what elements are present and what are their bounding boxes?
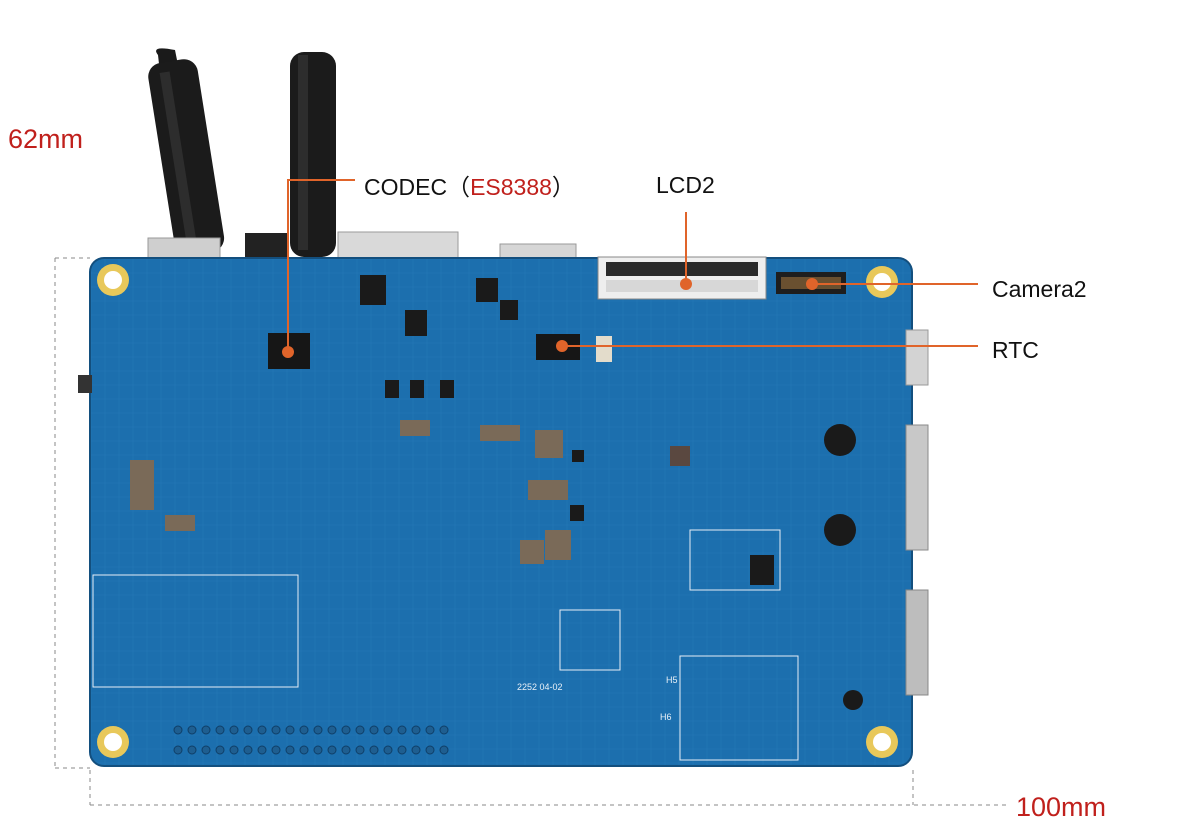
codec-label: CODEC（ES8388）	[364, 168, 575, 202]
height-dimension-label: 62mm	[8, 124, 84, 154]
rtc-chip	[536, 334, 612, 362]
gpio-pad	[215, 725, 225, 735]
gpio-pad	[285, 745, 295, 755]
mounting-holes	[97, 264, 898, 758]
gpio-pad	[397, 745, 407, 755]
date-code: 2252 04-02	[517, 682, 563, 692]
dimension-lines	[54, 257, 1010, 806]
gpio-pad	[313, 725, 323, 735]
codec-callout-line	[287, 179, 355, 352]
gpio-pad	[369, 725, 379, 735]
pcb-board	[89, 257, 913, 767]
gpio-pad	[201, 745, 211, 755]
gpio-pad	[411, 725, 421, 735]
codec-label-prefix: CODEC（	[364, 174, 471, 200]
gpio-pad	[173, 725, 183, 735]
camera-label: Camera2	[992, 276, 1087, 302]
antenna-cables	[148, 48, 336, 257]
gpio-pad	[243, 725, 253, 735]
gpio-pad	[327, 745, 337, 755]
gpio-pad	[243, 745, 253, 755]
small-components	[360, 275, 863, 710]
gpio-pad	[383, 745, 393, 755]
gpio-pad	[383, 725, 393, 735]
lcd-label: LCD2	[656, 172, 715, 198]
gpio-pad	[257, 745, 267, 755]
gpio-pad	[229, 745, 239, 755]
callout-lines	[287, 179, 978, 352]
h6-label: H6	[660, 712, 672, 722]
gpio-pad	[397, 725, 407, 735]
silkscreen-outlines	[92, 529, 799, 761]
gpio-pad	[439, 725, 449, 735]
h5-label: H5	[666, 675, 678, 685]
lcd-connector	[597, 256, 767, 300]
gpio-pad	[285, 725, 295, 735]
gpio-pad	[341, 725, 351, 735]
gpio-pad	[201, 725, 211, 735]
gpio-pad	[341, 745, 351, 755]
tan-components	[130, 420, 571, 564]
gpio-pad	[439, 745, 449, 755]
gpio-pad	[369, 745, 379, 755]
gpio-pad	[411, 745, 421, 755]
gpio-pad	[425, 725, 435, 735]
gpio-pad	[173, 745, 183, 755]
gpio-pad	[187, 725, 197, 735]
width-dimension-label: 100mm	[1016, 792, 1107, 822]
gpio-pad	[257, 725, 267, 735]
gpio-pad	[327, 725, 337, 735]
side-connectors	[78, 329, 929, 696]
callout-dots	[282, 278, 818, 358]
rtc-label: RTC	[992, 337, 1039, 363]
gpio-pad	[187, 745, 197, 755]
gpio-pad	[313, 745, 323, 755]
codec-label-suffix: ）	[551, 174, 575, 200]
silkscreen-text: 2252 04-02 H5 H6	[517, 675, 678, 722]
gpio-pad	[271, 745, 281, 755]
gpio-pad	[299, 725, 309, 735]
gpio-pad	[299, 745, 309, 755]
gpio-pad	[355, 745, 365, 755]
gpio-pad	[425, 745, 435, 755]
gpio-pad	[271, 725, 281, 735]
codec-part-number: ES8388	[470, 174, 552, 200]
gpio-pad	[355, 725, 365, 735]
gpio-pad	[229, 725, 239, 735]
gpio-pads	[173, 725, 449, 755]
gpio-pad	[215, 745, 225, 755]
